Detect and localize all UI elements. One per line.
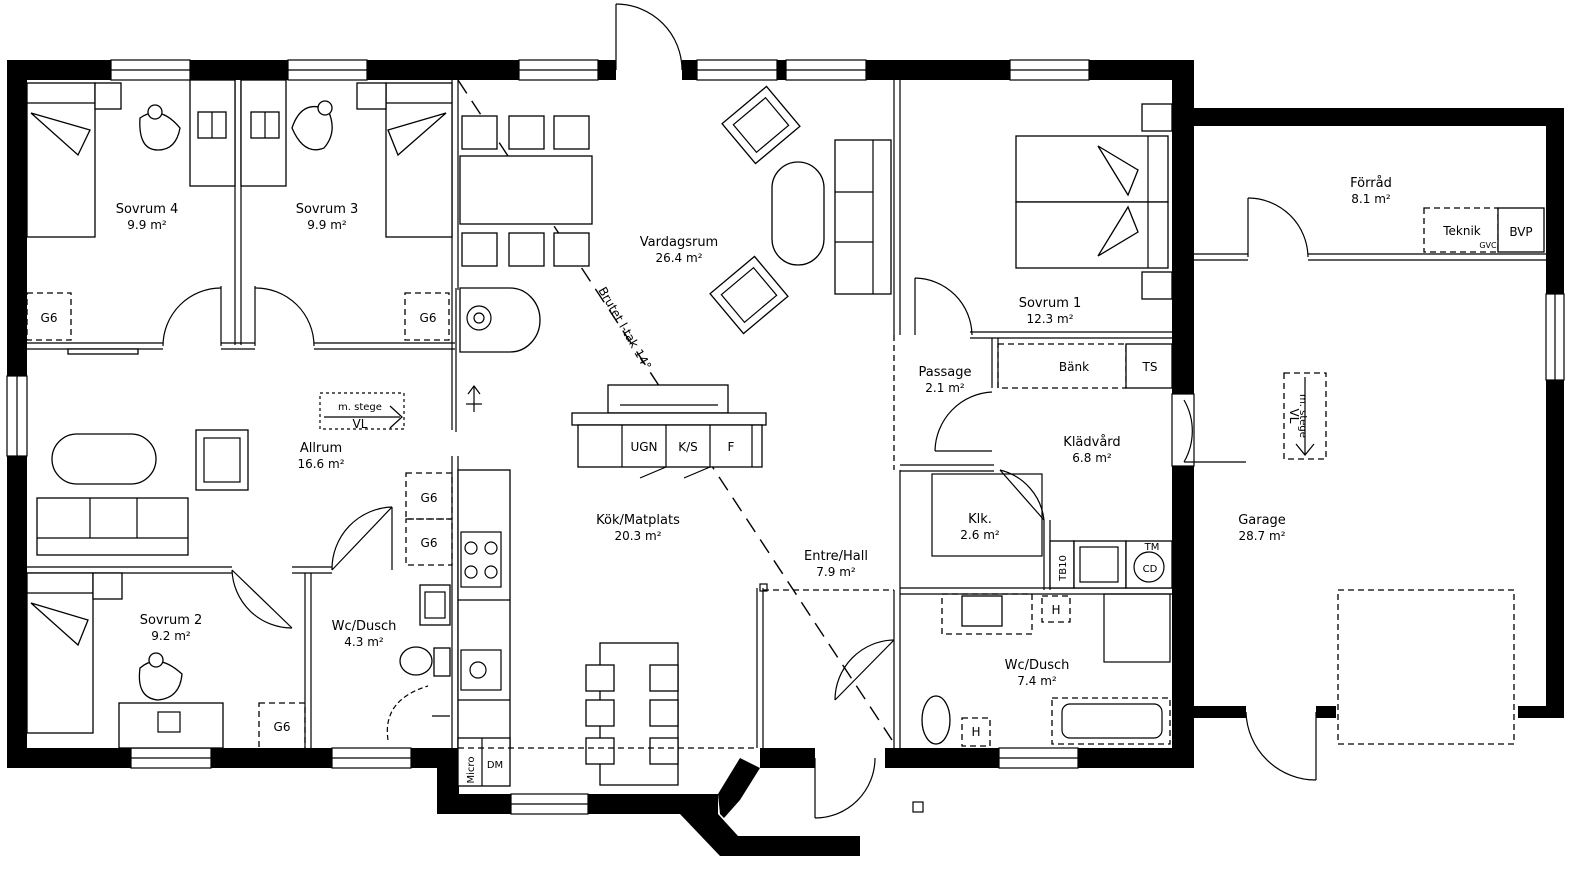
- kitchen-island: UGN K/S F: [571, 384, 767, 479]
- room-name: Förråd: [1350, 176, 1392, 191]
- room-name: Klädvård: [1063, 435, 1120, 450]
- microwave-label: Micro: [466, 757, 477, 784]
- room-name: Allrum: [300, 441, 342, 456]
- attic-hatch-label: VL: [1287, 409, 1301, 424]
- room-name: Sovrum 3: [296, 202, 359, 217]
- wardrobe-g6-label: G6: [420, 311, 437, 325]
- fridge-freezer-label: K/S: [678, 440, 698, 454]
- wc1-fixtures: [386, 584, 451, 741]
- up-arrow-icon: [466, 385, 482, 412]
- room-area: 4.3 m²: [344, 635, 384, 649]
- room-area: 26.4 m²: [655, 251, 702, 265]
- dishwasher-label: DM: [487, 760, 503, 771]
- room-name: Wc/Dusch: [332, 619, 397, 634]
- wc2-fixtures: H H: [921, 593, 1171, 747]
- room-area: 12.3 m²: [1026, 312, 1073, 326]
- attic-hatch-label: VL: [353, 417, 368, 431]
- room-name: Sovrum 2: [140, 613, 203, 628]
- room-area: 2.6 m²: [960, 528, 1000, 542]
- dining-top: [455, 115, 593, 432]
- room-area: 6.8 m²: [1072, 451, 1112, 465]
- allrum-furniture: m. stege VL: [36, 348, 405, 556]
- room-area: 9.9 m²: [127, 218, 167, 232]
- interior-walls: [27, 80, 1546, 748]
- freezer-label: F: [728, 440, 735, 454]
- sovrum3-furniture: [240, 79, 453, 341]
- kitchen-counter: Micro DM G6 G6: [405, 469, 511, 787]
- exterior-walls: [7, 60, 1564, 856]
- garage-fixtures: m. stege VL: [1283, 372, 1515, 745]
- sovrum2-furniture: G6: [26, 572, 306, 750]
- dining-table: [458, 642, 757, 786]
- room-name: Wc/Dusch: [1005, 658, 1070, 673]
- room-name: Garage: [1238, 513, 1286, 528]
- heat-pump-label: BVP: [1509, 225, 1532, 239]
- room-area: 20.3 m²: [614, 529, 661, 543]
- wardrobe-g6-label: G6: [421, 491, 438, 505]
- forrad-fixtures: Teknik GVC BVP: [1423, 207, 1545, 253]
- room-area: 9.9 m²: [307, 218, 347, 232]
- wardrobe-g6-label: G6: [274, 720, 291, 734]
- technical-label: Teknik: [1442, 224, 1481, 238]
- wardrobe-g6-label: G6: [41, 311, 58, 325]
- room-name: Passage: [919, 365, 972, 380]
- ladder-label: m. stege: [338, 402, 382, 413]
- washer-cd-label: CD: [1143, 564, 1158, 575]
- doors: [162, 3, 1317, 819]
- oven-label: UGN: [630, 440, 657, 454]
- kladvard-fixtures: Bänk TS TB10 TM CD: [931, 343, 1173, 589]
- room-area: 9.2 m²: [151, 629, 191, 643]
- room-name: Sovrum 4: [116, 202, 179, 217]
- wardrobe-g6-label: G6: [421, 536, 438, 550]
- windows: [6, 59, 1565, 815]
- room-name: Entre/Hall: [804, 549, 868, 564]
- room-name: Klk.: [968, 512, 992, 527]
- ladder-label: m. stege: [1297, 394, 1308, 438]
- sovrum1-furniture: [1015, 103, 1173, 300]
- bench-label: Bänk: [1059, 360, 1089, 374]
- room-area: 2.1 m²: [925, 381, 965, 395]
- washer-label: TM: [1144, 542, 1160, 553]
- room-name: Sovrum 1: [1019, 296, 1082, 311]
- roof-break-label: Brutet l-tak 14°: [595, 285, 654, 373]
- dryer-label: TS: [1142, 360, 1158, 374]
- room-area: 8.1 m²: [1351, 192, 1391, 206]
- room-labels: Sovrum 4 9.9 m² Sovrum 3 9.9 m² Vardagsr…: [116, 176, 1392, 688]
- room-area: 16.6 m²: [297, 457, 344, 471]
- room-area: 7.9 m²: [816, 565, 856, 579]
- room-area: 7.4 m²: [1017, 674, 1057, 688]
- room-name: Kök/Matplats: [596, 513, 680, 528]
- h-label: H: [1051, 603, 1060, 617]
- sovrum4-furniture: [26, 79, 236, 341]
- gvc-label: GVC: [1479, 241, 1497, 250]
- vardagsrum-furniture: [709, 85, 892, 335]
- tb10-label: TB10: [1058, 555, 1069, 582]
- room-name: Vardagsrum: [640, 235, 718, 250]
- h-label: H: [971, 725, 980, 739]
- room-area: 28.7 m²: [1238, 529, 1285, 543]
